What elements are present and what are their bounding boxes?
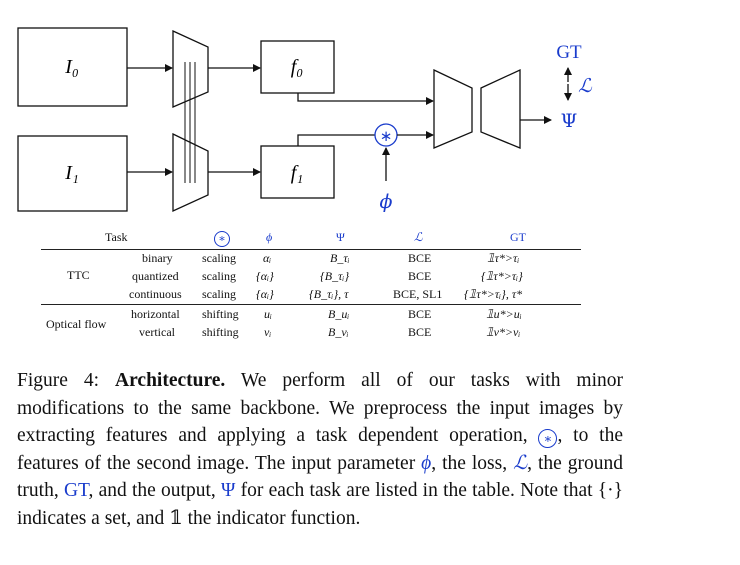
header-phi: ϕ <box>266 230 273 244</box>
gt-label: GT <box>556 42 582 63</box>
caption-text-3: , the loss, <box>431 452 514 474</box>
architecture-diagram: I₀ I₁ f₀ f₁ ∗ ϕ GT ℒ Ψ <box>17 27 593 213</box>
caption-phi: ϕ <box>421 452 432 474</box>
feature-f0-label: f₀ <box>291 56 304 78</box>
ttc-quantized-sub: quantized <box>132 269 179 283</box>
header-psi: Ψ <box>336 230 345 244</box>
ttc-quantized-loss: BCE <box>408 269 432 283</box>
ttc-binary-loss: BCE <box>408 251 432 265</box>
ttc-binary-gt: 𝟙τ*>τᵢ <box>487 251 520 265</box>
ttc-quantized-psi: {B_τᵢ} <box>320 269 350 283</box>
flow-vertical-loss: BCE <box>408 325 432 339</box>
caption-title: Architecture. <box>115 370 226 391</box>
ttc-binary-psi: B_τᵢ <box>330 251 350 265</box>
ttc-continuous-op: scaling <box>202 287 236 301</box>
phi-label: ϕ <box>380 191 393 213</box>
caption-gt: GT <box>63 480 89 501</box>
operator-symbol: ∗ <box>380 127 393 145</box>
header-operator: ∗ <box>214 229 230 247</box>
caption-text-5: , and the output, <box>88 480 221 501</box>
caption-psi: Ψ <box>220 480 236 501</box>
flow-vertical-op: shifting <box>202 325 239 339</box>
input-image-0-label: I₀ <box>64 56 79 78</box>
encoder-bottom <box>172 132 209 213</box>
ttc-continuous-gt: {𝟙τ*>τᵢ}, τ* <box>464 287 523 301</box>
ttc-continuous-loss: BCE, SL1 <box>393 287 443 301</box>
ttc-continuous-sub: continuous <box>129 287 182 301</box>
table-group-rule <box>41 304 581 305</box>
figure-caption: Figure 4: Architecture. We perform all o… <box>17 367 623 532</box>
header-task: Task <box>105 230 128 244</box>
flow-vertical-sub: vertical <box>139 325 175 339</box>
flow-horizontal-loss: BCE <box>408 307 432 321</box>
header-loss: ℒ <box>414 230 423 244</box>
header-operator-symbol: ∗ <box>214 231 230 247</box>
flow-horizontal-sub: horizontal <box>131 307 180 321</box>
flow-vertical-psi: B_vᵢ <box>328 325 349 339</box>
task-table: Task ∗ ϕ Ψ ℒ GT TTC binary scaling αᵢ B_… <box>41 229 581 339</box>
flow-horizontal-phi: uᵢ <box>264 307 272 321</box>
decoder-left <box>433 68 473 149</box>
caption-operator-symbol: ∗ <box>538 429 558 448</box>
header-gt: GT <box>510 230 526 244</box>
ttc-quantized-phi: {αᵢ} <box>256 269 274 283</box>
caption-label: Figure 4: <box>17 370 100 391</box>
caption-text-6: for each task are listed in the table. N… <box>17 480 623 529</box>
ttc-quantized-op: scaling <box>202 269 236 283</box>
feature-f1-label: f₁ <box>291 162 304 184</box>
ttc-binary-sub: binary <box>142 251 173 265</box>
flow-horizontal-gt: 𝟙u*>uᵢ <box>486 307 522 321</box>
ttc-continuous-phi: {αᵢ} <box>256 287 274 301</box>
caption-text-2: , to the features of the second image. T… <box>17 425 624 474</box>
table-header-rule <box>41 249 581 250</box>
psi-label: Ψ <box>561 110 578 132</box>
decoder-right <box>480 68 521 149</box>
caption-text-4: , the ground truth, <box>17 452 624 502</box>
group-ttc: TTC <box>67 268 90 282</box>
caption-loss: ℒ <box>513 452 528 474</box>
ttc-binary-op: scaling <box>202 251 236 265</box>
input-image-0-box <box>17 27 128 107</box>
ttc-binary-phi: αᵢ <box>263 251 272 265</box>
ttc-quantized-gt: {𝟙τ*>τᵢ} <box>481 269 523 283</box>
ttc-continuous-psi: {B_τᵢ}, τ <box>309 287 349 301</box>
flow-horizontal-psi: B_uᵢ <box>328 307 350 321</box>
flow-vertical-phi: vᵢ <box>264 325 272 339</box>
arrow-f0-decoder <box>297 93 434 105</box>
loss-label: ℒ <box>578 75 593 97</box>
flow-horizontal-op: shifting <box>202 307 239 321</box>
line-f1-operator <box>297 134 375 146</box>
caption-text-1: We perform all of our tasks with minor m… <box>17 370 623 446</box>
input-image-1-box <box>17 135 128 212</box>
encoder-top <box>172 29 209 108</box>
input-image-1-label: I₁ <box>64 162 79 184</box>
flow-vertical-gt: 𝟙v*>vᵢ <box>486 325 521 339</box>
group-optical-flow: Optical flow <box>46 317 107 331</box>
